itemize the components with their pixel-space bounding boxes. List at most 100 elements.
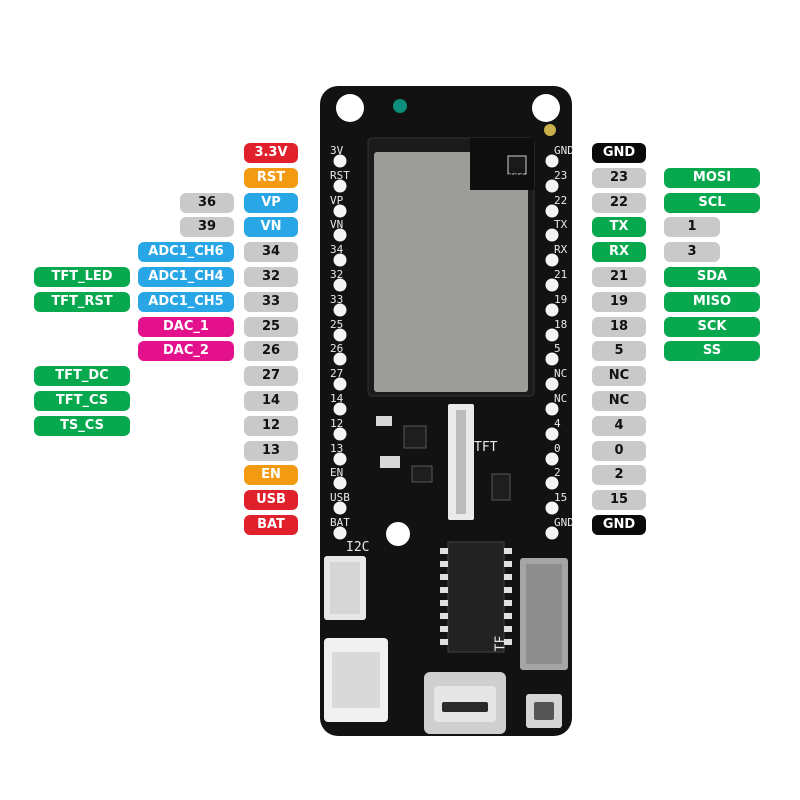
header-pin-hole [333,204,347,218]
ic-pin [440,587,448,593]
ic-pin [504,613,512,619]
ic-pin [504,587,512,593]
header-pin-hole [333,303,347,317]
header-pin-hole [333,179,347,193]
pin-function-right-0: MOSI [664,168,760,188]
module-chip [507,155,527,175]
silk-left-pin: BAT [330,516,350,529]
silk-left-pin: 13 [330,442,344,455]
pin-label-right-12: 0 [592,441,646,461]
smd-component [380,456,400,468]
silk-right-pin: 18 [554,318,568,331]
header-pin-hole [545,402,559,416]
top-led [393,99,407,113]
ic-pin [440,613,448,619]
silk-left-pin: VP [330,194,344,207]
pin-label-right-2: 22 [592,193,646,213]
header-pin-hole [545,452,559,466]
pin-function-left-1: VN [244,217,298,237]
silk-left-pin: 32 [330,268,344,281]
pin-label-right-15: GND [592,515,646,535]
header-pin-hole [333,452,347,466]
pin-label-left-5: 32 [244,267,298,287]
adc-dac-label-0: ADC1_CH6 [138,242,234,262]
header-pin-hole [333,253,347,267]
header-pin-hole [545,278,559,292]
pin-function-right-5: MISO [664,292,760,312]
ic-pin [440,626,448,632]
pin-label-right-4: RX [592,242,646,262]
tft-function-label-1: TFT_RST [34,292,130,312]
pin-function-right-6: SCK [664,317,760,337]
smd-component [403,425,427,449]
silk-right-pin: 22 [554,194,568,207]
silk-right-pin: 5 [554,342,561,355]
charger-ic [447,541,505,653]
silk-right-pin: RX [554,243,568,256]
header-pin-hole [545,352,559,366]
pin-label-right-0: GND [592,143,646,163]
silk-right-pin: 23 [554,169,568,182]
silk-left-pin: 14 [330,392,344,405]
pin-label-right-14: 15 [592,490,646,510]
pin-label-left-14: USB [244,490,298,510]
silk-right-pin: GND [554,516,574,529]
header-pin-hole [333,228,347,242]
header-pin-hole [545,204,559,218]
ic-pin [504,626,512,632]
header-pin-hole [333,154,347,168]
silk-left-pin: 33 [330,293,344,306]
ic-pin [440,548,448,554]
silk-left-pin: 27 [330,367,344,380]
ic-pin [504,639,512,645]
silk-tft-label: TFT [474,440,498,455]
adc-dac-label-2: ADC1_CH5 [138,292,234,312]
silk-left-pin: 34 [330,243,344,256]
silk-right-pin: NC [554,392,568,405]
silk-right-pin: 2 [554,466,561,479]
header-pin-hole [545,328,559,342]
header-pin-hole [545,303,559,317]
header-pin-hole [545,377,559,391]
silk-left-pin: 25 [330,318,344,331]
pin-function-right-1: SCL [664,193,760,213]
tft-function-label-0: TFT_LED [34,267,130,287]
pin-label-left-13: EN [244,465,298,485]
silk-right-pin: NC [554,367,568,380]
silk-right-pin: TX [554,218,568,231]
silk-right-pin: 4 [554,417,561,430]
pin-label-right-9: NC [592,366,646,386]
ic-pin [440,600,448,606]
pin-label-right-10: NC [592,391,646,411]
header-pin-hole [333,402,347,416]
ic-pin [504,561,512,567]
ic-pin [504,548,512,554]
silk-left-pin: VN [330,218,344,231]
smd-component [411,465,433,483]
header-pin-hole [333,352,347,366]
header-pin-hole [545,228,559,242]
silk-i2c-label: I2C [346,540,370,555]
silk-left-pin: USB [330,491,350,504]
header-pin-hole [333,278,347,292]
pin-function-right-4: SDA [664,267,760,287]
adc-dac-label-4: DAC_2 [138,341,234,361]
pin-label-right-7: 18 [592,317,646,337]
header-pin-hole [333,427,347,441]
pin-label-left-0: 3.3V [244,143,298,163]
pin-function-left-0: VP [244,193,298,213]
tft-function-label-3: TFT_CS [34,391,130,411]
header-pin-hole [333,501,347,515]
silk-right-pin: 0 [554,442,561,455]
pin-label-right-5: 21 [592,267,646,287]
pin-label-right-8: 5 [592,341,646,361]
silk-left-pin: 12 [330,417,344,430]
header-pin-hole [545,253,559,267]
gpio-number-left-0: 36 [180,193,234,213]
silk-right-pin: 19 [554,293,568,306]
gpio-number-left-1: 39 [180,217,234,237]
pin-label-left-12: 13 [244,441,298,461]
header-pin-hole [333,476,347,490]
smd-component [376,416,392,426]
silk-left-pin: RST [330,169,350,182]
